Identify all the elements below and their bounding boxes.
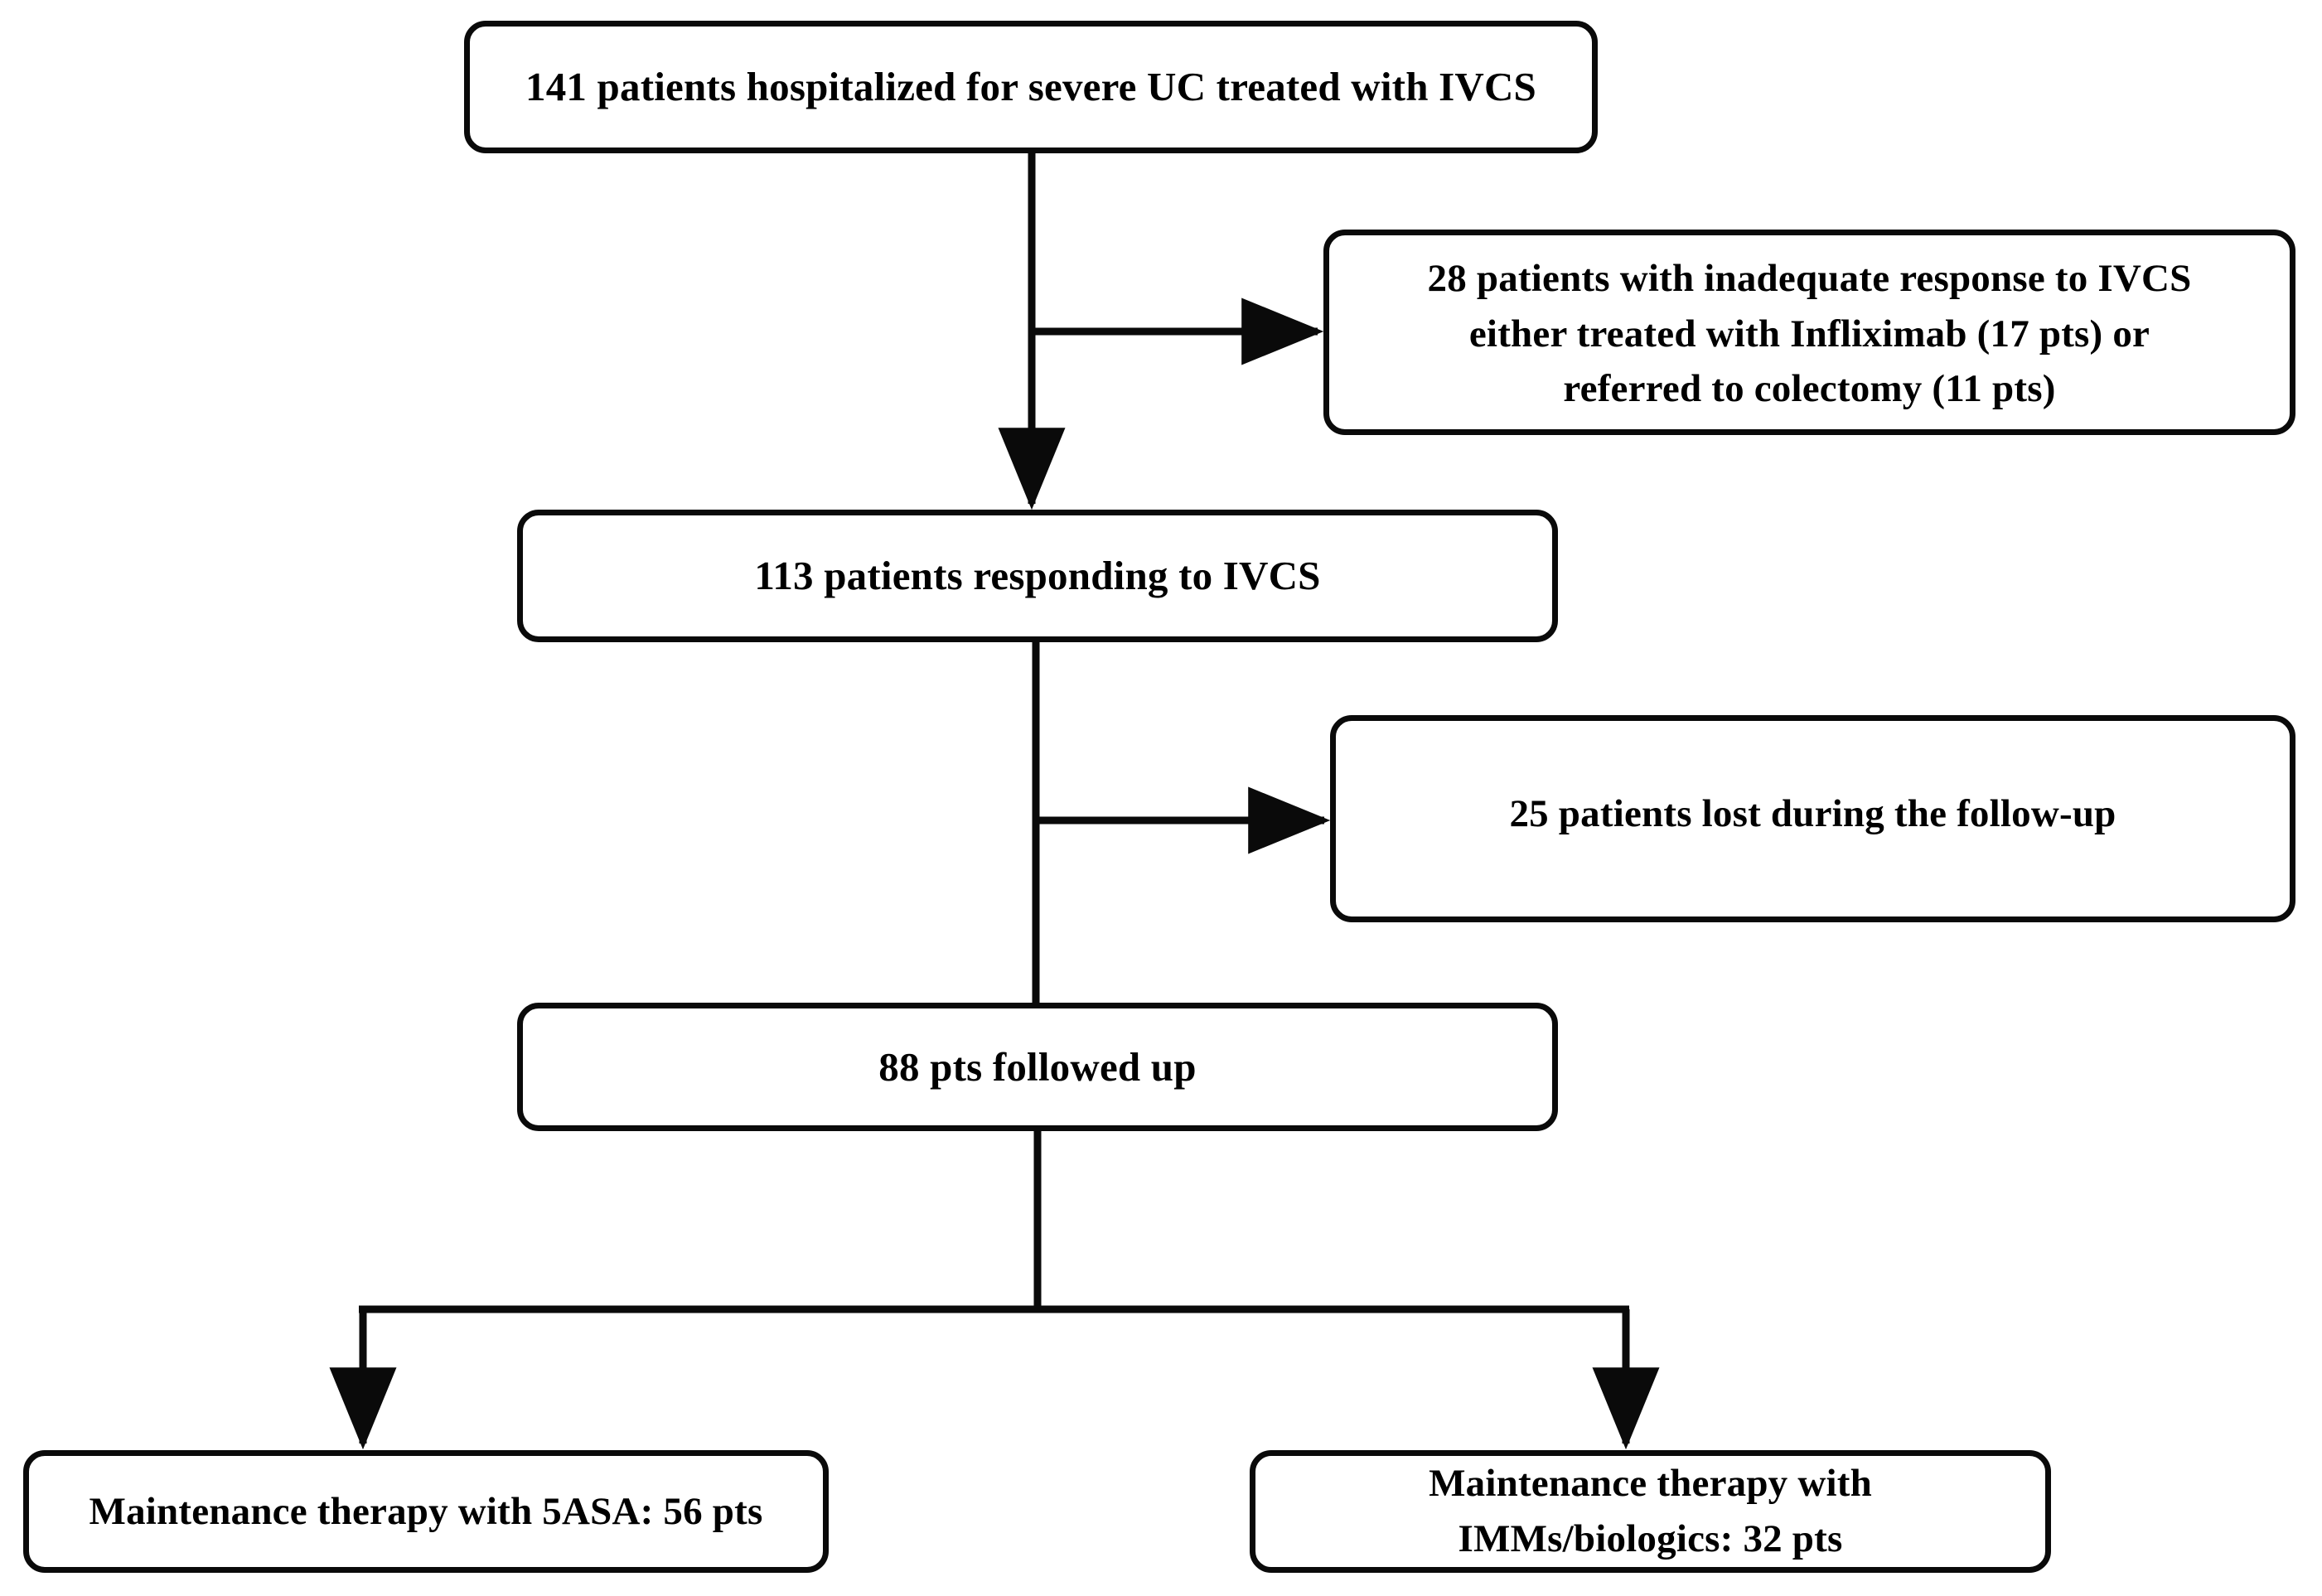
edge-followed-fork [359, 1131, 1629, 1313]
node-lost-to-followup-label: 25 patients lost during the follow-up [1509, 791, 2116, 835]
node-responding-patients-label: 113 patients responding to IVCS [754, 553, 1321, 599]
node-maintenance-5asa: Maintenance therapy with 5ASA: 56 pts [23, 1450, 829, 1573]
node-responding-patients: 113 patients responding to IVCS [517, 510, 1558, 642]
node-enrolled-patients: 141 patients hospitalized for severe UC … [464, 21, 1598, 153]
node-followed-up-label: 88 pts followed up [878, 1043, 1197, 1090]
node-lost-to-followup: 25 patients lost during the follow-up [1330, 715, 2295, 922]
node-maintenance-imms-biologics: Maintenance therapy with IMMs/biologics:… [1250, 1450, 2051, 1573]
node-enrolled-label: 141 patients hospitalized for severe UC … [525, 64, 1536, 110]
node-maintenance-imms-biologics-label: Maintenance therapy with IMMs/biologics:… [1429, 1462, 1872, 1560]
node-inadequate-response-label: 28 patients with inadequate response to … [1427, 256, 2192, 411]
node-followed-up: 88 pts followed up [517, 1003, 1558, 1131]
node-inadequate-response: 28 patients with inadequate response to … [1323, 230, 2295, 435]
node-maintenance-5asa-label: Maintenance therapy with 5ASA: 56 pts [89, 1489, 763, 1533]
